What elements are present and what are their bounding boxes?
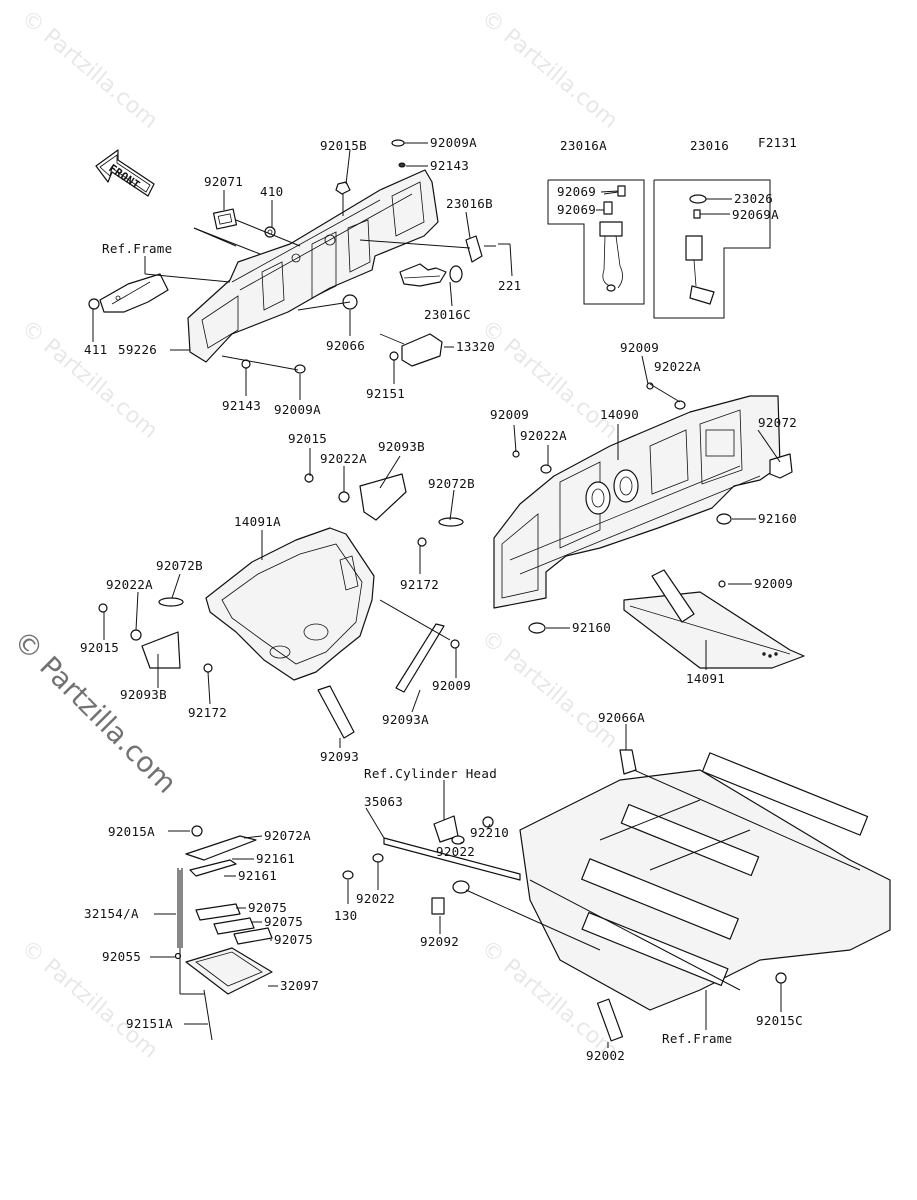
part-label: 92015 [288, 431, 327, 446]
part-label: 92143 [430, 158, 469, 173]
watermark: © Partzilla.com [476, 315, 622, 443]
part-label: 92210 [470, 825, 509, 840]
part-label: 92092 [420, 934, 459, 949]
part-label: 23016C [424, 307, 471, 322]
watermark: © Partzilla.com [16, 5, 162, 133]
part-label: 92009 [754, 576, 793, 591]
part-label: 92022A [520, 428, 567, 443]
part-label: 92075 [264, 914, 303, 929]
part-label: 92069A [732, 207, 779, 222]
part-label: 410 [260, 184, 283, 199]
part-label: 14091A [234, 514, 281, 529]
part-label: 92071 [204, 174, 243, 189]
part-label: 92009 [490, 407, 529, 422]
center-panel-14090 [493, 382, 793, 634]
part-label: 221 [498, 278, 521, 293]
part-label: 92022 [436, 844, 475, 859]
frame-bracket [99, 273, 169, 313]
part-label: 92093A [382, 712, 429, 727]
part-labels: 92009A 92015B 92143 23016A 23016 92071 4… [80, 135, 803, 1063]
part-label: 92072B [156, 558, 203, 573]
part-label: 130 [334, 908, 357, 923]
leader-lines [92, 142, 861, 1048]
part-label: 92143 [222, 398, 261, 413]
part-label: 32097 [280, 978, 319, 993]
part-label: 92009 [432, 678, 471, 693]
part-label: 92151A [126, 1016, 173, 1031]
front-arrow-icon: FRONT [95, 149, 155, 197]
part-label: 92022A [320, 451, 367, 466]
part-label: 411 [84, 342, 107, 357]
part-label: 14090 [600, 407, 639, 422]
part-label: 92022A [654, 359, 701, 374]
part-label: 92172 [188, 705, 227, 720]
part-label: 92093 [320, 749, 359, 764]
part-label: 92015B [320, 138, 367, 153]
box-23016A [547, 179, 645, 305]
part-label: 92002 [586, 1048, 625, 1063]
battery-tray-32097 [174, 825, 273, 1041]
part-label: 92066 [326, 338, 365, 353]
part-label: 23016 [690, 138, 729, 153]
top-small-parts [88, 139, 510, 374]
part-label: 32154/A [84, 906, 139, 921]
part-label: 92069 [557, 184, 596, 199]
part-label: 35063 [364, 794, 403, 809]
part-label: 92015A [108, 824, 155, 839]
part-label: 92161 [238, 868, 277, 883]
part-label: 14091 [686, 671, 725, 686]
part-label: 92151 [366, 386, 405, 401]
part-label: 23026 [734, 191, 773, 206]
part-label: 92022 [356, 891, 395, 906]
part-label: 23016A [560, 138, 607, 153]
ref-label: Ref.Frame [102, 241, 172, 256]
part-label: 92093B [120, 687, 167, 702]
part-label: 59226 [118, 342, 157, 357]
part-label: 92072B [428, 476, 475, 491]
part-label: 92160 [758, 511, 797, 526]
part-label: 92069 [557, 202, 596, 217]
watermark: © Partzilla.com [476, 5, 622, 133]
box-23016 [653, 179, 771, 319]
part-label: 92160 [572, 620, 611, 635]
floor-plate-14091 [623, 569, 805, 669]
figure-code: F2131 [758, 135, 797, 150]
part-label: 92075 [274, 932, 313, 947]
part-label: 92055 [102, 949, 141, 964]
storage-tub-14091A [98, 473, 464, 739]
part-label: 92072A [264, 828, 311, 843]
part-label: 92075 [248, 900, 287, 915]
ref-label: Ref.Frame [662, 1031, 732, 1046]
part-label: 92009 [620, 340, 659, 355]
part-label: 92009A [274, 402, 321, 417]
part-label: 92015C [756, 1013, 803, 1028]
part-label: 92009A [430, 135, 477, 150]
part-label: 23016B [446, 196, 493, 211]
lower-frame [342, 749, 891, 1042]
watermark: © Partzilla.com [16, 315, 162, 443]
part-label: 13320 [456, 339, 495, 354]
part-label: 92161 [256, 851, 295, 866]
part-label: 92015 [80, 640, 119, 655]
dashboard-panel-59226 [187, 169, 439, 363]
part-label: 92172 [400, 577, 439, 592]
watermark: © Partzilla.com [476, 625, 622, 753]
part-label: 92022A [106, 577, 153, 592]
part-label: 92072 [758, 415, 797, 430]
part-label: 92093B [378, 439, 425, 454]
ref-label: Ref.Cylinder Head [364, 766, 497, 781]
part-label: 92066A [598, 710, 645, 725]
